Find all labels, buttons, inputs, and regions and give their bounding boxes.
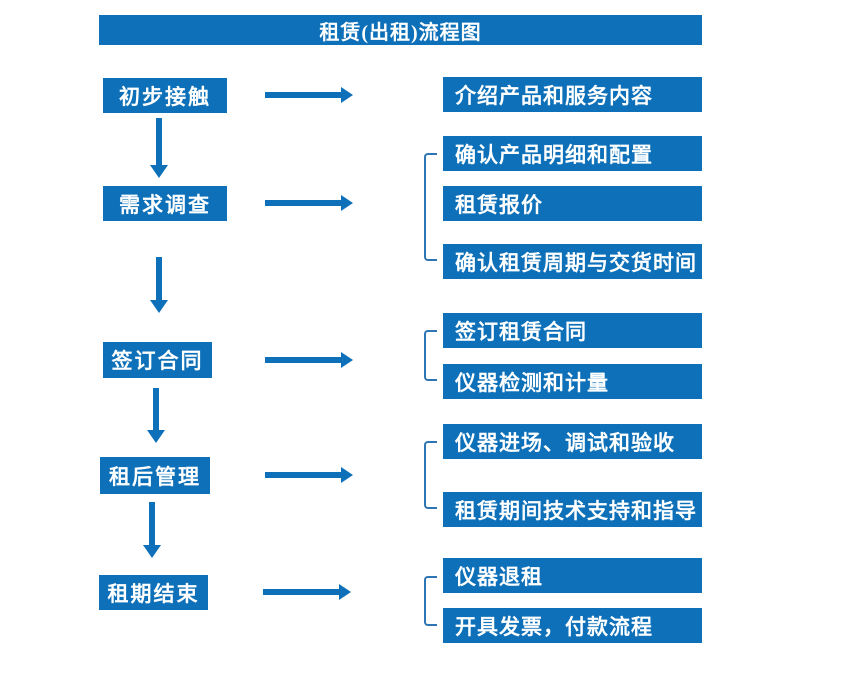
arrow-shaft (265, 472, 341, 478)
arrow-head-icon (341, 195, 353, 211)
right-arrow-1 (265, 87, 353, 103)
down-arrow-1 (150, 118, 168, 178)
step-box-rental-end: 租期结束 (99, 575, 208, 610)
detail-box-rental-quote: 租赁报价 (443, 186, 702, 221)
arrow-head-icon (341, 352, 353, 368)
arrow-head-icon (147, 430, 165, 443)
detail-box-invoice-payment: 开具发票，付款流程 (443, 608, 702, 643)
right-arrow-3 (265, 352, 353, 368)
right-arrow-2 (265, 195, 353, 211)
down-arrow-3 (147, 388, 165, 443)
step-box-post-rental-management: 租后管理 (100, 457, 210, 494)
down-arrow-2 (150, 257, 168, 313)
arrow-head-icon (341, 87, 353, 103)
arrow-shaft (265, 92, 341, 98)
detail-box-instrument-return: 仪器退租 (443, 558, 702, 593)
detail-box-confirm-period-delivery: 确认租赁周期与交货时间 (443, 244, 702, 279)
right-arrow-5 (263, 584, 351, 600)
arrow-shaft (156, 257, 162, 300)
detail-box-instrument-setup-acceptance: 仪器进场、调试和验收 (443, 424, 702, 459)
diagram-title: 租赁(出租)流程图 (99, 15, 702, 45)
arrow-shaft (153, 388, 159, 430)
down-arrow-4 (143, 502, 161, 558)
arrow-head-icon (339, 584, 351, 600)
detail-box-sign-rental-contract: 签订租赁合同 (443, 313, 702, 348)
group-bracket-rental-end (424, 576, 437, 626)
detail-box-instrument-inspection: 仪器检测和计量 (443, 364, 702, 399)
arrow-shaft (149, 502, 155, 545)
arrow-head-icon (150, 165, 168, 178)
arrow-shaft (156, 118, 162, 165)
group-bracket-sign-contract (424, 330, 437, 381)
step-box-demand-survey: 需求调查 (103, 186, 227, 221)
detail-box-confirm-product-config: 确认产品明细和配置 (443, 136, 702, 171)
group-bracket-demand-survey (424, 153, 437, 261)
step-box-sign-contract: 签订合同 (103, 342, 212, 378)
group-bracket-post-rental (424, 441, 437, 509)
detail-box-technical-support: 租赁期间技术支持和指导 (443, 492, 702, 527)
arrow-head-icon (143, 545, 161, 558)
arrow-head-icon (150, 300, 168, 313)
arrow-shaft (263, 589, 339, 595)
right-arrow-4 (265, 467, 353, 483)
step-box-initial-contact: 初步接触 (103, 78, 227, 113)
arrow-shaft (265, 200, 341, 206)
detail-box-introduce-products: 介绍产品和服务内容 (443, 77, 702, 112)
arrow-shaft (265, 357, 341, 363)
arrow-head-icon (341, 467, 353, 483)
